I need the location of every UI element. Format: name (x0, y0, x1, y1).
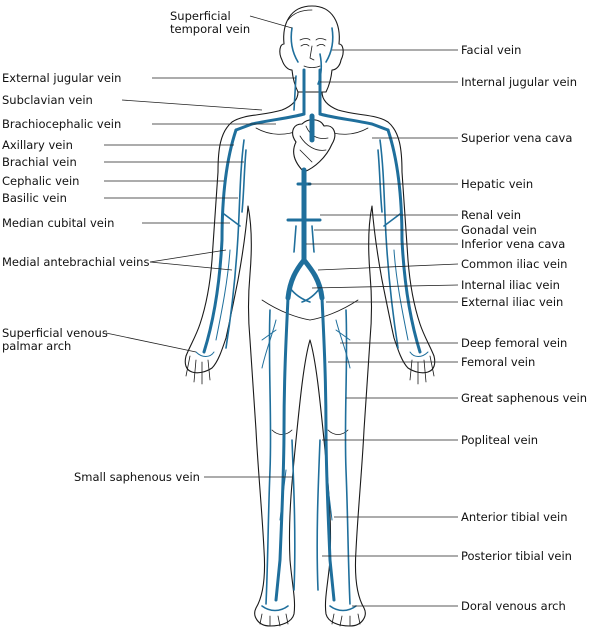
leader-lines (104, 15, 459, 607)
label-superior-vena-cava: Superior vena cava (461, 131, 573, 145)
label-subclavian-vein: Subclavian vein (2, 93, 93, 107)
median-cubital-vein-shape (223, 213, 241, 227)
label-popliteal-vein: Popliteal vein (461, 433, 539, 447)
label-superficial-temporal-vein: Superficial temporal vein (170, 9, 251, 36)
label-basilic-vein: Basilic vein (2, 191, 67, 205)
label-deep-femoral-vein: Deep femoral vein (461, 336, 568, 350)
label-brachiocephalic-vein: Brachiocephalic vein (2, 117, 122, 131)
label-common-iliac-vein: Common iliac vein (461, 257, 568, 271)
face-details (287, 9, 327, 68)
external-jugular-vein-shape (293, 75, 297, 111)
brachial-vein-shape (241, 149, 247, 213)
label-axillary-vein: Axillary vein (2, 138, 73, 152)
medial-antebrachial-veins-shape (215, 249, 231, 341)
label-gonadal-vein: Gonadal vein (461, 223, 537, 237)
gonadal-vein-shape (293, 225, 315, 253)
label-brachial-vein: Brachial vein (2, 155, 77, 169)
label-hepatic-vein: Hepatic vein (461, 177, 534, 191)
label-anterior-tibial-vein: Anterior tibial vein (461, 510, 568, 524)
label-cephalic-vein: Cephalic vein (2, 174, 80, 188)
label-median-cubital-vein: Median cubital vein (2, 216, 115, 230)
label-internal-jugular-vein: Internal jugular vein (461, 75, 578, 89)
body-silhouette (184, 91, 436, 627)
dorsal-venous-arch-shape (261, 605, 289, 612)
label-inferior-vena-cava: Inferior vena cava (461, 237, 566, 251)
label-great-saphenous-vein: Great saphenous vein (461, 391, 588, 405)
label-dorsal-venous-arch: Doral venous arch (461, 599, 566, 613)
great-saphenous-vein-shape (265, 309, 272, 605)
superficial-venous-palmar-arch-shape (195, 351, 215, 357)
label-posterior-tibial-vein: Posterior tibial vein (461, 549, 572, 563)
label-facial-vein: Facial vein (461, 43, 522, 57)
body-outline (184, 5, 436, 627)
label-renal-vein: Renal vein (461, 208, 522, 222)
cephalic-vein-shape (202, 128, 238, 354)
label-external-iliac-vein: External iliac vein (461, 295, 564, 309)
label-small-saphenous-vein: Small saphenous vein (74, 470, 200, 484)
veins (195, 27, 429, 612)
basilic-vein-shape (225, 139, 245, 349)
small-saphenous-vein-shape (291, 439, 296, 591)
label-femoral-vein: Femoral vein (461, 355, 536, 369)
label-internal-iliac-vein: Internal iliac vein (461, 278, 560, 292)
common-iliac-vein-shape (285, 257, 307, 301)
femoral-vein-shape (274, 296, 290, 602)
label-superficial-venous-palmar-arch: Superficial venous palmar arch (2, 326, 108, 353)
superficial-temporal-vein-shape (290, 27, 299, 63)
deep-femoral-vein-shape (261, 319, 277, 369)
label-external-jugular-vein: External jugular vein (2, 71, 122, 85)
internal-iliac-vein-shape (289, 287, 311, 303)
label-medial-antebrachial-veins: Medial antebrachial veins (2, 255, 150, 269)
